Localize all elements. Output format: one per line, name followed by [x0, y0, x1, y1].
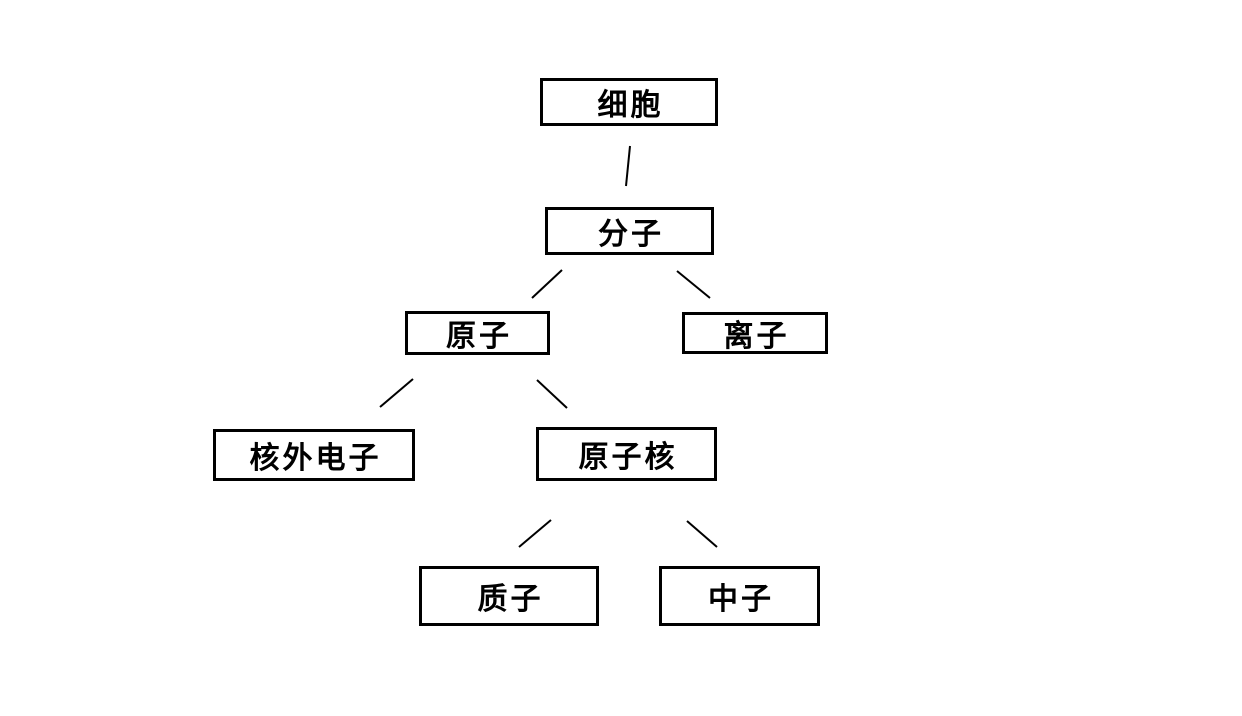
- node-ion-label: 离子: [723, 320, 790, 353]
- node-molecule: 分子: [545, 207, 714, 255]
- node-ion: 离子: [682, 312, 828, 354]
- node-atom-label: 原子: [446, 320, 512, 353]
- edge-nucleus-proton: [518, 519, 552, 548]
- node-extranuclear-electron-label: 核外电子: [249, 442, 382, 475]
- node-cell: 细胞: [540, 78, 718, 126]
- node-proton: 质子: [419, 566, 599, 626]
- edge-nucleus-neutron: [686, 520, 718, 548]
- node-nucleus: 原子核: [536, 427, 717, 481]
- node-extranuclear-electron: 核外电子: [213, 429, 415, 481]
- node-neutron: 中子: [659, 566, 820, 626]
- node-nucleus-label: 原子核: [578, 441, 678, 474]
- edge-atom-electron: [379, 378, 414, 408]
- edge-cell-molecule: [625, 145, 631, 187]
- node-proton-label: 质子: [477, 583, 544, 616]
- edge-molecule-atom: [531, 269, 563, 299]
- node-molecule-label: 分子: [598, 218, 664, 251]
- edge-molecule-ion: [676, 270, 711, 299]
- edge-atom-nucleus: [536, 379, 568, 409]
- node-neutron-label: 中子: [708, 583, 774, 616]
- node-atom: 原子: [405, 311, 550, 355]
- node-cell-label: 细胞: [597, 89, 664, 122]
